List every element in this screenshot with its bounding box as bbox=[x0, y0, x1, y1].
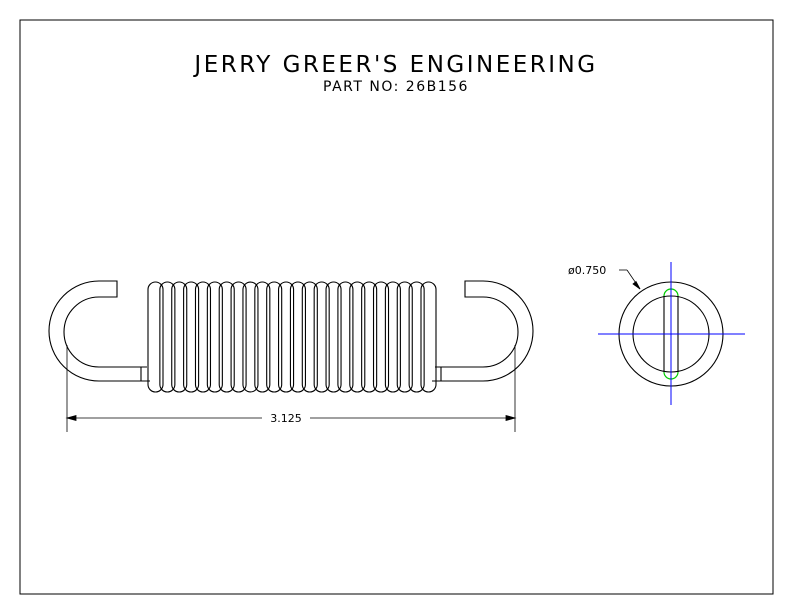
coil-loop bbox=[230, 281, 247, 393]
coil-loop bbox=[408, 281, 425, 393]
coil-loop bbox=[420, 281, 437, 393]
part-number: PART NO: 26B156 bbox=[323, 79, 469, 95]
arrow-left bbox=[65, 414, 77, 422]
coil-loop bbox=[396, 281, 413, 393]
border-frame bbox=[19, 19, 774, 595]
coil-loop bbox=[372, 281, 390, 393]
coil-loop bbox=[266, 281, 283, 393]
coil-loop bbox=[206, 281, 223, 393]
spring-side-view bbox=[48, 280, 534, 393]
coil-loop bbox=[159, 281, 176, 393]
coil-loop bbox=[349, 281, 366, 393]
coil-loop bbox=[313, 281, 330, 393]
coil-loop bbox=[194, 281, 212, 393]
coil-loop bbox=[171, 281, 188, 393]
diameter-dimension-text: ø0.750 bbox=[568, 264, 606, 277]
title-block: JERRY GREER'S ENGINEERING PART NO: 26B15… bbox=[0, 52, 792, 95]
coil-loop bbox=[325, 281, 342, 393]
left-hook bbox=[48, 280, 142, 382]
coil-loop bbox=[254, 281, 271, 393]
arrow-right bbox=[505, 414, 517, 422]
spring-coils bbox=[147, 281, 437, 393]
coil-loop bbox=[384, 281, 401, 393]
length-dimension bbox=[65, 345, 517, 432]
left-hook-stem bbox=[141, 366, 150, 382]
coil-loop bbox=[289, 281, 306, 393]
coil-loop bbox=[278, 281, 295, 393]
coil-loop bbox=[361, 281, 378, 393]
length-dimension-text: 3.125 bbox=[270, 412, 302, 425]
coil-loop bbox=[337, 281, 354, 393]
coil-loop bbox=[301, 281, 318, 393]
leader-arrow bbox=[632, 280, 641, 290]
spring-end-view bbox=[598, 262, 745, 405]
diameter-leader bbox=[619, 269, 641, 290]
drawing-title: JERRY GREER'S ENGINEERING bbox=[194, 52, 598, 78]
right-hook bbox=[440, 280, 534, 382]
coil-loop bbox=[147, 281, 164, 393]
coil-loop bbox=[242, 281, 259, 393]
coil-loop bbox=[183, 281, 200, 393]
coil-loop bbox=[218, 281, 235, 393]
